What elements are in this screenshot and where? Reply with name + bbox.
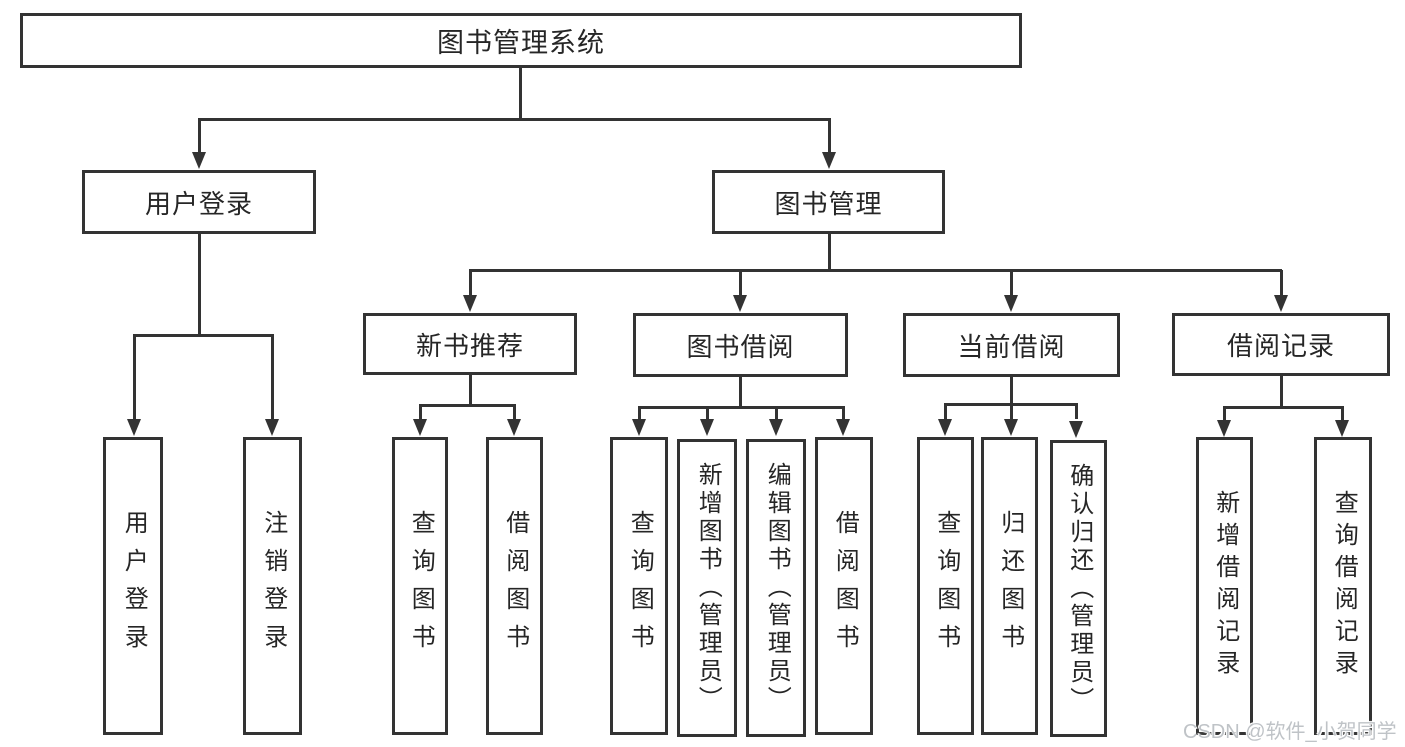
leaf-add-book-admin: 新增图书（管理员）	[677, 439, 737, 737]
connector-line	[198, 234, 201, 336]
arrow-head	[769, 419, 783, 436]
connector-line	[739, 270, 742, 296]
arrow-head	[1004, 295, 1018, 312]
connector-line	[638, 407, 641, 419]
node-user-login-label: 用户登录	[144, 188, 253, 219]
connector-line	[469, 375, 472, 406]
node-new-book-recommend-label: 新书推荐	[415, 330, 524, 361]
leaf-query-books-3-label: 查询图书	[932, 510, 960, 662]
node-user-login: 用户登录	[82, 170, 316, 234]
connector-line	[1010, 270, 1013, 296]
node-borrow-records: 借阅记录	[1172, 313, 1390, 376]
leaf-borrow-books-1: 借阅图书	[486, 437, 543, 735]
leaf-query-books-3: 查询图书	[917, 437, 974, 735]
arrow-head	[700, 419, 714, 436]
leaf-borrow-books-2: 借阅图书	[815, 437, 873, 735]
connector-line	[513, 405, 516, 419]
leaf-query-books-2-label: 查询图书	[626, 510, 654, 662]
arrow-head	[632, 419, 646, 436]
arrow-head	[1004, 419, 1018, 436]
connector-line	[1280, 376, 1283, 408]
leaf-logout-label: 注销登录	[259, 510, 287, 662]
arrow-head	[1335, 420, 1349, 437]
arrow-head	[265, 419, 279, 436]
connector-line	[1223, 407, 1226, 420]
node-current-borrow-label: 当前借阅	[957, 331, 1066, 362]
connector-line	[1341, 407, 1344, 420]
leaf-borrow-books-1-label: 借阅图书	[501, 510, 529, 662]
leaf-query-books-1-label: 查询图书	[407, 510, 435, 662]
arrow-head	[127, 419, 141, 436]
arrow-head	[192, 152, 206, 169]
node-current-borrow: 当前借阅	[903, 313, 1120, 377]
node-book-management: 图书管理	[712, 170, 945, 234]
connector-line	[775, 407, 778, 419]
leaf-query-books-1: 查询图书	[392, 437, 448, 735]
connector-line	[133, 335, 136, 419]
leaf-confirm-return-admin-label: 确认归还（管理员）	[1065, 462, 1093, 715]
connector-line	[133, 334, 274, 337]
connector-line	[638, 406, 845, 409]
arrow-head	[463, 295, 477, 312]
leaf-return-books-label: 归还图书	[996, 510, 1024, 662]
arrow-head	[836, 419, 850, 436]
leaf-add-book-admin-label: 新增图书（管理员）	[694, 462, 722, 714]
leaf-confirm-return-admin: 确认归还（管理员）	[1050, 440, 1107, 737]
leaf-query-borrow-record: 查询借阅记录	[1314, 437, 1372, 735]
node-root: 图书管理系统	[20, 13, 1022, 68]
leaf-query-books-2: 查询图书	[610, 437, 668, 735]
arrow-head	[413, 419, 427, 436]
node-new-book-recommend: 新书推荐	[363, 313, 577, 375]
arrow-head	[733, 295, 747, 312]
connector-line	[1223, 406, 1344, 409]
leaf-borrow-books-2-label: 借阅图书	[831, 510, 859, 662]
connector-line	[1010, 377, 1013, 406]
connector-line	[469, 269, 1282, 272]
leaf-logout: 注销登录	[243, 437, 302, 735]
leaf-add-borrow-record-label: 新增借阅记录	[1211, 490, 1239, 682]
connector-line	[1280, 270, 1283, 296]
node-root-label: 图书管理系统	[437, 28, 605, 58]
connector-line	[944, 404, 947, 419]
arrow-head	[1069, 421, 1083, 438]
connector-line	[828, 234, 831, 271]
connector-line	[271, 335, 274, 419]
connector-line	[519, 66, 522, 120]
connector-line	[198, 118, 831, 121]
connector-line	[198, 119, 201, 153]
node-book-borrow-label: 图书借阅	[686, 331, 795, 362]
arrow-head	[938, 419, 952, 436]
connector-line	[739, 377, 742, 408]
leaf-return-books: 归还图书	[981, 437, 1038, 735]
connector-line	[1075, 404, 1078, 419]
leaf-edit-book-admin: 编辑图书（管理员）	[746, 439, 806, 737]
leaf-query-borrow-record-label: 查询借阅记录	[1330, 490, 1358, 682]
leaf-add-borrow-record: 新增借阅记录	[1196, 437, 1253, 735]
node-book-management-label: 图书管理	[774, 188, 883, 219]
connector-line	[469, 270, 472, 296]
node-book-borrow: 图书借阅	[633, 313, 848, 377]
csdn-watermark: CSDN @软件_小贺同学	[1183, 721, 1397, 743]
leaf-user-login-label: 用户登录	[120, 510, 148, 662]
connector-line	[419, 404, 516, 407]
leaf-user-login: 用户登录	[103, 437, 163, 735]
connector-line	[1010, 404, 1013, 419]
arrow-head	[822, 152, 836, 169]
connector-line	[828, 119, 831, 153]
connector-line	[842, 407, 845, 419]
arrow-head	[1217, 420, 1231, 437]
arrow-head	[507, 419, 521, 436]
connector-line	[706, 407, 709, 419]
node-borrow-records-label: 借阅记录	[1226, 331, 1335, 361]
connector-line	[419, 405, 422, 419]
arrow-head	[1274, 295, 1288, 312]
leaf-edit-book-admin-label: 编辑图书（管理员）	[763, 462, 791, 714]
